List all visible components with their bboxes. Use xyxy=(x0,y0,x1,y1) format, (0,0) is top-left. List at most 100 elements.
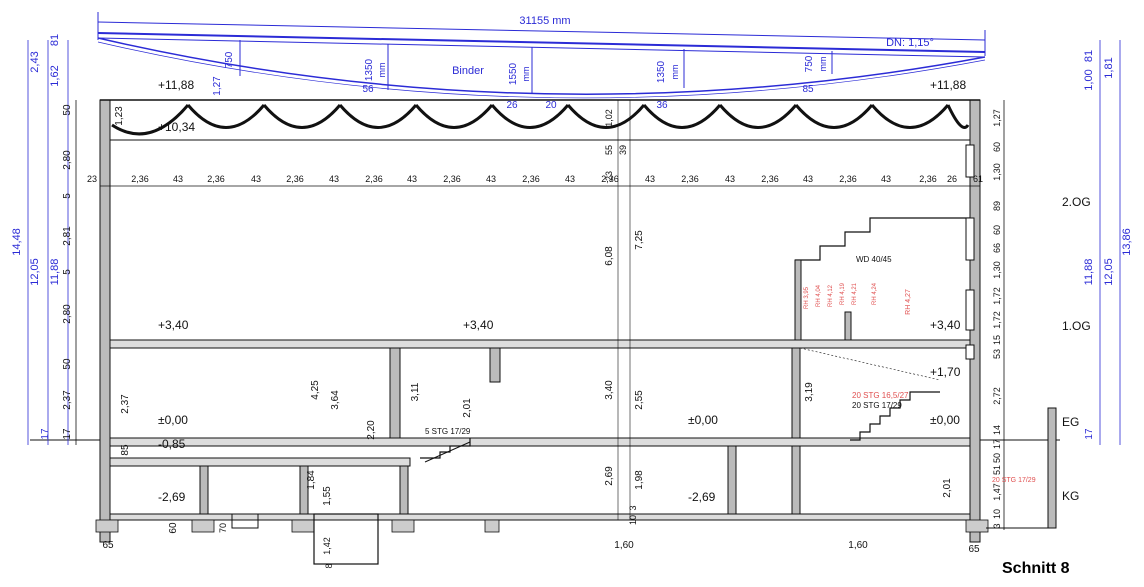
ldim-inner-0: 50 xyxy=(62,104,73,116)
idim-16: 2,01 xyxy=(942,478,953,498)
rdim-inner-14: 50 xyxy=(992,453,1002,463)
rdim-inner-15: 51 xyxy=(992,465,1002,475)
idim-22: 1,42 xyxy=(322,537,332,555)
hdim-15: 2,36 xyxy=(681,174,699,184)
binder-seg-4: 20 xyxy=(545,100,557,111)
level-ground-mid: ±0,00 xyxy=(688,413,718,427)
ldim-inner-9: 17 xyxy=(62,428,73,440)
idim-17: 1,84 xyxy=(306,470,317,490)
ldim-inner-6: 2,80 xyxy=(62,304,73,324)
rdim-inner-10: 53 xyxy=(992,349,1002,359)
horizontal-dimension-chain: 23 2,36 43 2,36 43 2,36 43 2,36 43 2,36 … xyxy=(87,174,983,187)
rdim-inner-11: 2,72 xyxy=(992,387,1002,405)
binder-seg-1: 1,27 xyxy=(212,76,223,96)
rdim-inner-18: 3 xyxy=(992,523,1002,528)
idim-6: 3,40 xyxy=(604,380,615,400)
hdim-4: 43 xyxy=(251,174,261,184)
idim-20: 85 xyxy=(120,444,131,456)
hdim-19: 2,36 xyxy=(839,174,857,184)
left-inner-dimensions: 50 1,23 2,80 5 2,81 5 2,80 50 2,37 17 xyxy=(62,100,125,445)
idim-27: 65 xyxy=(968,544,980,555)
hdim-13: 2,36 xyxy=(601,174,619,184)
hdim-5: 2,36 xyxy=(286,174,304,184)
wall-red-6: RH 4,27 xyxy=(905,289,912,315)
idim-19: 2,37 xyxy=(120,394,131,414)
hdim-2: 43 xyxy=(173,174,183,184)
rdim-inner-16: 1,47 xyxy=(992,483,1002,501)
binder-unit-5: mm xyxy=(818,57,828,72)
level-basement-mid: -2,69 xyxy=(688,490,716,504)
ldim-outer-5: 11,88 xyxy=(49,259,61,286)
stair-eg-label: 5 STG 17/29 xyxy=(425,427,471,436)
idim-29: 10 xyxy=(628,515,638,525)
binder-label: Binder xyxy=(452,65,484,77)
floor-label-eg: EG xyxy=(1062,415,1079,429)
binder-seg-6: 85 xyxy=(802,84,814,95)
level-landing: +1,70 xyxy=(930,365,961,379)
rdim-inner-12: 14 xyxy=(992,425,1002,435)
idim-2: 39 xyxy=(618,145,628,155)
rdim-inner-8: 1,72 xyxy=(992,311,1002,329)
ldim-outer-2: 81 xyxy=(49,34,61,46)
right-inner-dimensions: 1,27 60 1,30 89 60 66 1,30 1,72 1,72 15 … xyxy=(992,100,1005,530)
hdim-20: 43 xyxy=(881,174,891,184)
hdim-9: 2,36 xyxy=(443,174,461,184)
ldim-outer-0: 2,43 xyxy=(29,51,41,72)
rdim-outer-4: 12,05 xyxy=(1103,258,1115,286)
rdim-outer-5: 11,88 xyxy=(1083,259,1095,286)
idim-30: 3 xyxy=(628,505,638,510)
idim-3: 23 xyxy=(604,171,614,181)
ldim-inner-2: 2,80 xyxy=(62,150,73,170)
hdim-8: 43 xyxy=(407,174,417,184)
binder-height-3: 1550 xyxy=(508,62,519,85)
left-outer-dimensions: 2,43 1,62 81 14,48 12,05 11,88 17 xyxy=(11,34,69,445)
binder-height-1: 750 xyxy=(224,51,235,68)
level-basement-left: -2,69 xyxy=(158,490,186,504)
hdim-7: 2,36 xyxy=(365,174,383,184)
wall-red-5: RH 4,24 xyxy=(872,282,878,305)
floor-label-og1: 1.OG xyxy=(1062,319,1091,333)
hdim-10: 43 xyxy=(486,174,496,184)
idim-1: 55 xyxy=(604,145,614,155)
wall-labels: WD 40/45 RH 3,95 RH 4,04 RH 4,12 RH 4,19… xyxy=(804,255,912,315)
idim-12: 3,11 xyxy=(410,382,421,401)
hdim-11: 2,36 xyxy=(522,174,540,184)
binder-height-5: 750 xyxy=(804,55,815,72)
rdim-inner-17: 10 xyxy=(992,509,1002,519)
binder-unit-3: mm xyxy=(521,67,531,82)
level-roof-right: +11,88 xyxy=(930,78,966,92)
idim-15: 3,19 xyxy=(804,382,815,402)
wall-red-1: RH 4,04 xyxy=(816,284,822,307)
idim-28: 8 xyxy=(324,563,334,568)
hdim-21: 2,36 xyxy=(919,174,937,184)
idim-21: 70 xyxy=(218,523,228,533)
stair-og-red-label: 20 STG 16,5/27 xyxy=(852,391,909,400)
rdim-inner-2: 1,30 xyxy=(992,163,1002,181)
binder-seg-5: 36 xyxy=(656,100,668,111)
level-roof-left: +11,88 xyxy=(158,78,194,92)
idim-14: 2,01 xyxy=(462,398,473,418)
wall-red-2: RH 4,12 xyxy=(828,284,834,307)
hdim-18: 43 xyxy=(803,174,813,184)
building-structure xyxy=(30,99,1060,565)
floor-label-kg: KG xyxy=(1062,489,1079,503)
wall-red-3: RH 4,19 xyxy=(840,282,846,305)
floor-labels: 2.OG 1.OG EG KG xyxy=(1062,195,1091,503)
overall-length-label: 31155 mm xyxy=(519,15,570,27)
stair-og-label: 20 STG 17/29 xyxy=(852,401,902,410)
idim-7: 2,55 xyxy=(634,390,645,410)
stair-labels: 5 STG 17/29 20 STG 16,5/27 20 STG 17/29 … xyxy=(425,391,1036,484)
binder-unit-2: mm xyxy=(377,63,387,78)
idim-13: 2,20 xyxy=(366,420,377,440)
ldim-outer-3: 14,48 xyxy=(11,228,23,256)
hdim-3: 2,36 xyxy=(207,174,225,184)
ldim-inner-4: 2,81 xyxy=(62,226,73,246)
hdim-23: 61 xyxy=(973,174,983,184)
ldim-outer-1: 1,62 xyxy=(49,65,61,86)
level-ceiling: +10,34 xyxy=(158,120,195,134)
ldim-inner-5: 5 xyxy=(62,269,73,275)
rdim-inner-3: 89 xyxy=(992,201,1002,211)
rdim-outer-3: 13,86 xyxy=(1121,228,1133,256)
hdim-14: 43 xyxy=(645,174,655,184)
